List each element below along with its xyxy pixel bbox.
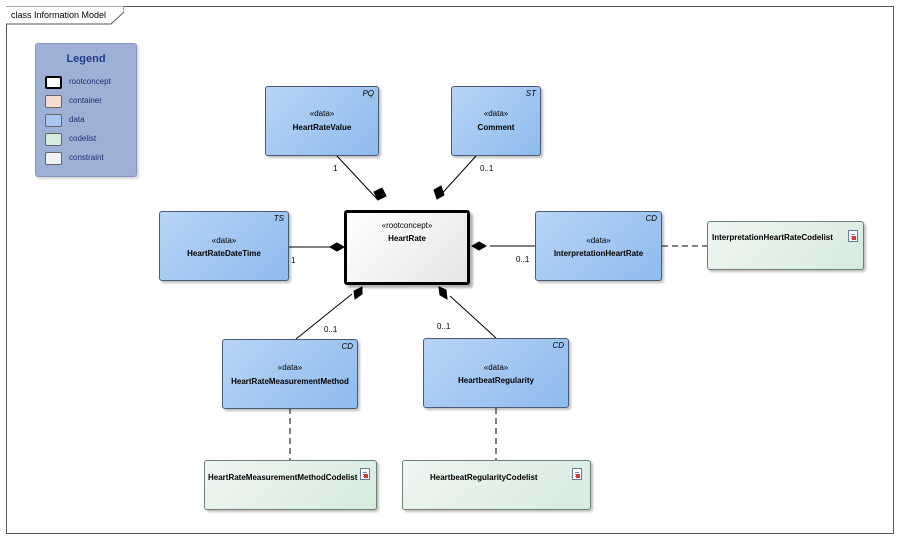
multiplicity-heart-rate-value: 1 — [333, 164, 338, 173]
composition-diamond-measurement-method — [353, 286, 363, 300]
stereotype-label: «data» — [277, 363, 303, 372]
multiplicity-heartbeat-regularity: 0..1 — [437, 322, 451, 331]
class-heart-rate-measurement-method[interactable]: CD «data» HeartRateMeasurementMethod — [222, 339, 358, 409]
class-heart-rate-date-time[interactable]: TS «data» HeartRateDateTime — [159, 211, 289, 281]
document-icon — [848, 230, 858, 242]
legend-item-data: data — [45, 114, 133, 129]
legend-item-container: container — [45, 95, 133, 110]
legend-swatch — [45, 76, 62, 89]
legend-item-rootconcept: rootconcept — [45, 76, 133, 91]
multiplicity-heart-rate-date-time: 1 — [291, 256, 296, 265]
datatype-label: ST — [525, 89, 536, 98]
legend-item-constraint: constraint — [45, 152, 133, 167]
codelist-name: HeartbeatRegularityCodelist — [430, 473, 538, 482]
legend-swatch — [45, 95, 62, 108]
frame-title: class Information Model — [11, 10, 107, 20]
class-name: HeartbeatRegularity — [457, 376, 535, 385]
connector-heart-rate-value — [336, 155, 379, 201]
class-name: HeartRateValue — [292, 123, 352, 132]
composition-diamond-heart-rate-date-time — [328, 242, 346, 252]
codelist-name: InterpretationHeartRateCodelist — [712, 233, 833, 242]
legend-title: Legend — [66, 53, 106, 65]
connector-heartbeat-regularity — [449, 295, 497, 339]
class-name: HeartRateDateTime — [187, 249, 261, 258]
datatype-label: CD — [341, 342, 353, 351]
legend-label: rootconcept — [69, 77, 111, 86]
codelist-interpretation-heart-rate[interactable]: InterpretationHeartRateCodelist — [707, 221, 864, 270]
class-heart-rate-value[interactable]: PQ «data» HeartRateValue — [265, 86, 379, 156]
stereotype-label: «data» — [309, 109, 335, 118]
document-icon — [360, 468, 370, 480]
composition-diamond-interpretation-heart-rate — [470, 241, 488, 251]
legend-swatch — [45, 152, 62, 165]
stereotype-label: «data» — [211, 236, 237, 245]
multiplicity-comment: 0..1 — [480, 164, 494, 173]
class-heartbeat-regularity[interactable]: CD «data» HeartbeatRegularity — [423, 338, 569, 408]
datatype-label: CD — [645, 214, 657, 223]
legend-swatch — [45, 133, 62, 146]
multiplicity-interpretation-heart-rate: 0..1 — [516, 255, 530, 264]
codelist-heartbeat-regularity[interactable]: HeartbeatRegularityCodelist — [402, 460, 591, 510]
document-icon — [572, 468, 582, 480]
composition-diamond-heartbeat-regularity — [438, 286, 448, 300]
class-name: Comment — [477, 123, 515, 132]
datatype-label: CD — [552, 341, 564, 350]
class-heart-rate[interactable]: «rootconcept» HeartRate — [344, 210, 470, 285]
frame-tab — [6, 6, 124, 25]
legend-label: container — [69, 96, 102, 105]
codelist-name: HeartRateMeasurementMethodCodelist — [208, 473, 358, 482]
legend-label: constraint — [69, 153, 104, 162]
stereotype-label: «rootconcept» — [381, 221, 433, 230]
codelist-heart-rate-measurement-method[interactable]: HeartRateMeasurementMethodCodelist — [204, 460, 377, 510]
class-name: HeartRate — [388, 234, 426, 243]
class-comment[interactable]: ST «data» Comment — [451, 86, 541, 156]
multiplicity-measurement-method: 0..1 — [324, 325, 338, 334]
datatype-label: PQ — [362, 89, 374, 98]
legend-item-codelist: codelist — [45, 133, 133, 148]
stereotype-label: «data» — [483, 363, 509, 372]
class-name: HeartRateMeasurementMethod — [231, 377, 349, 386]
legend-label: codelist — [69, 134, 97, 143]
composition-diamond-comment — [433, 185, 445, 200]
class-name: InterpretationHeartRate — [553, 249, 644, 258]
legend: Legend rootconcept container data codeli… — [35, 43, 137, 177]
stereotype-label: «data» — [483, 109, 509, 118]
connector-comment — [436, 155, 477, 200]
legend-label: data — [69, 115, 85, 124]
stereotype-label: «data» — [586, 236, 611, 245]
composition-diamond-heart-rate-value — [373, 187, 387, 201]
datatype-label: TS — [273, 214, 284, 223]
legend-swatch — [45, 114, 62, 127]
connector-measurement-method — [295, 293, 353, 340]
class-interpretation-heart-rate[interactable]: CD «data» InterpretationHeartRate — [535, 211, 662, 281]
